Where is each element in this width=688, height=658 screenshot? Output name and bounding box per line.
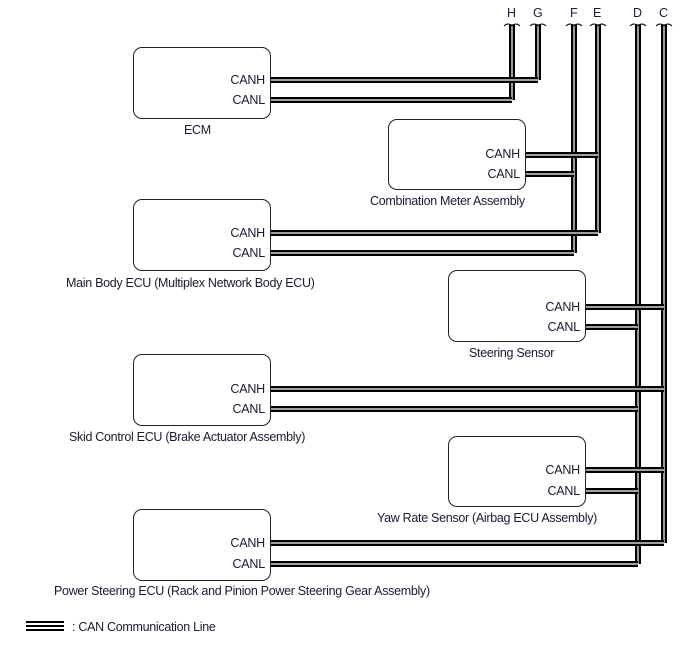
legend-label: : CAN Communication Line	[72, 620, 216, 634]
skid-control-ecu-canl: CANL	[232, 402, 265, 416]
power-steering-ecu-box	[133, 509, 271, 581]
ecm-box	[133, 47, 271, 119]
combination-meter-box	[388, 119, 526, 190]
steering-sensor-label: Steering Sensor	[469, 346, 555, 360]
column-label-h: H	[507, 6, 517, 20]
yaw-rate-sensor-label: Yaw Rate Sensor (Airbag ECU Assembly)	[377, 511, 598, 525]
column-label-f: F	[570, 6, 578, 20]
column-label-e: E	[593, 6, 602, 20]
yaw-rate-sensor-canh: CANH	[545, 463, 580, 477]
bus-end-cap-icon	[629, 23, 647, 27]
steering-sensor-canh: CANH	[545, 300, 580, 314]
bus-end-cap-icon	[589, 23, 607, 27]
column-label-d: D	[633, 6, 643, 20]
power-steering-ecu-canl: CANL	[232, 557, 265, 571]
main-body-ecu-canl: CANL	[232, 246, 265, 260]
combination-meter-label: Combination Meter Assembly	[370, 194, 525, 208]
combination-meter-canl: CANL	[487, 167, 520, 181]
ecm-canh: CANH	[230, 73, 265, 87]
power-steering-ecu-canh: CANH	[230, 536, 265, 550]
main-body-ecu-box	[133, 199, 271, 271]
steering-sensor-canl: CANL	[547, 320, 580, 334]
yaw-rate-sensor-canl: CANL	[547, 484, 580, 498]
skid-control-ecu-box	[133, 354, 271, 426]
bus-end-cap-icon	[655, 23, 673, 27]
column-label-c: C	[659, 6, 669, 20]
skid-control-ecu-canh: CANH	[230, 382, 265, 396]
can-line-legend-icon	[26, 621, 64, 631]
main-body-ecu-label: Main Body ECU (Multiplex Network Body EC…	[66, 276, 315, 290]
yaw-rate-sensor-box	[448, 436, 586, 507]
bus-end-cap-icon	[503, 23, 521, 27]
ecm-canl: CANL	[232, 93, 265, 107]
power-steering-ecu-label: Power Steering ECU (Rack and Pinion Powe…	[54, 584, 430, 598]
skid-control-ecu-label: Skid Control ECU (Brake Actuator Assembl…	[69, 430, 306, 444]
bus-end-cap-icon	[529, 23, 547, 27]
bus-end-cap-icon	[565, 23, 583, 27]
main-body-ecu-canh: CANH	[230, 226, 265, 240]
column-label-g: G	[533, 6, 543, 20]
ecm-label: ECM	[184, 123, 211, 137]
combination-meter-canh: CANH	[485, 147, 520, 161]
steering-sensor-box	[448, 270, 586, 342]
